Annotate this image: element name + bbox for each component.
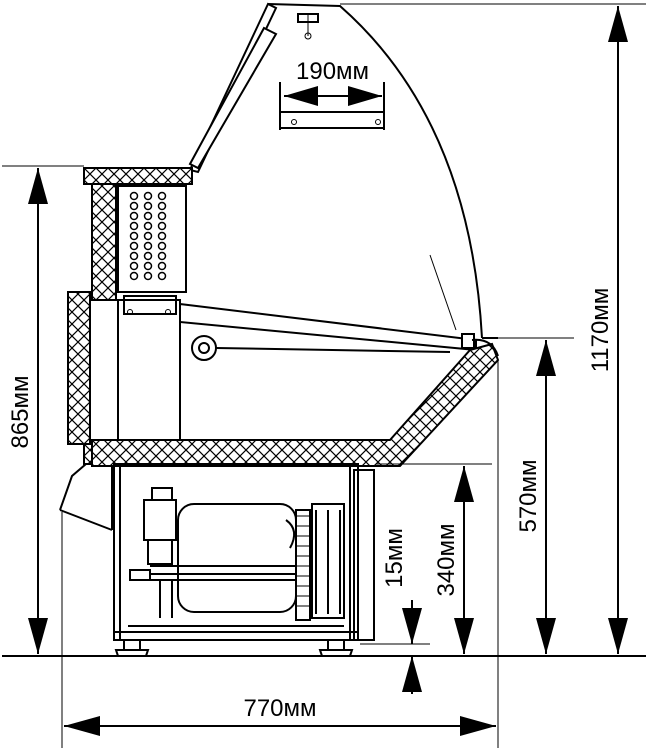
coil-tube [129, 201, 139, 211]
coil-tube [143, 221, 153, 231]
coil-tube [143, 251, 153, 261]
machine-compartment [113, 463, 375, 641]
front-apron [59, 463, 113, 531]
coil-tube [143, 201, 153, 211]
dim-counter-height [536, 340, 556, 654]
coil-tube [129, 271, 139, 281]
dim-body-height [28, 168, 48, 654]
coil-tube [157, 201, 167, 211]
rear-wall [67, 183, 119, 465]
dim-total-height-label: 1170мм [587, 288, 614, 373]
coil-tube [143, 261, 153, 271]
coil-tube [129, 261, 139, 271]
coil-tube [129, 191, 139, 201]
coil-tube [157, 191, 167, 201]
dim-foot-gap [402, 600, 422, 694]
dim-foot-gap-label: 15мм [381, 528, 408, 588]
dim-depth-label: 770мм [243, 695, 316, 722]
coil-tube [157, 221, 167, 231]
coil-tube [143, 241, 153, 251]
dim-body-height-label: 865мм [7, 375, 34, 448]
insulated-tub [91, 337, 500, 467]
coil-tube [143, 271, 153, 281]
extension-lines [2, 3, 646, 748]
dim-counter-height-label: 570мм [515, 459, 542, 532]
coil-tube [129, 211, 139, 221]
coil-tube [157, 211, 167, 221]
coil-tube [143, 191, 153, 201]
coil-tube [157, 251, 167, 261]
top-cap [83, 167, 193, 185]
coil-tube [157, 231, 167, 241]
feet [114, 639, 354, 657]
dim-lower-height [454, 466, 474, 654]
coil-tube [129, 241, 139, 251]
dim-top-width-label: 190мм [296, 58, 369, 85]
rear-lid [188, 2, 319, 174]
coil-tube [157, 241, 167, 251]
coil-tube [129, 231, 139, 241]
curved-glass [267, 3, 483, 339]
evaporator-coil [117, 185, 187, 315]
coil-tube [157, 271, 167, 281]
coil-tube [129, 221, 139, 231]
coil-tube [143, 231, 153, 241]
upper-shelf [279, 82, 385, 130]
dim-total-height [608, 6, 628, 654]
coil-tube [143, 211, 153, 221]
dim-lower-height-label: 340мм [433, 523, 460, 596]
coil-tube [129, 251, 139, 261]
dim-top-width [284, 86, 382, 106]
compressor-unit [129, 487, 345, 621]
dim-depth [64, 716, 496, 736]
coil-tube [157, 261, 167, 271]
